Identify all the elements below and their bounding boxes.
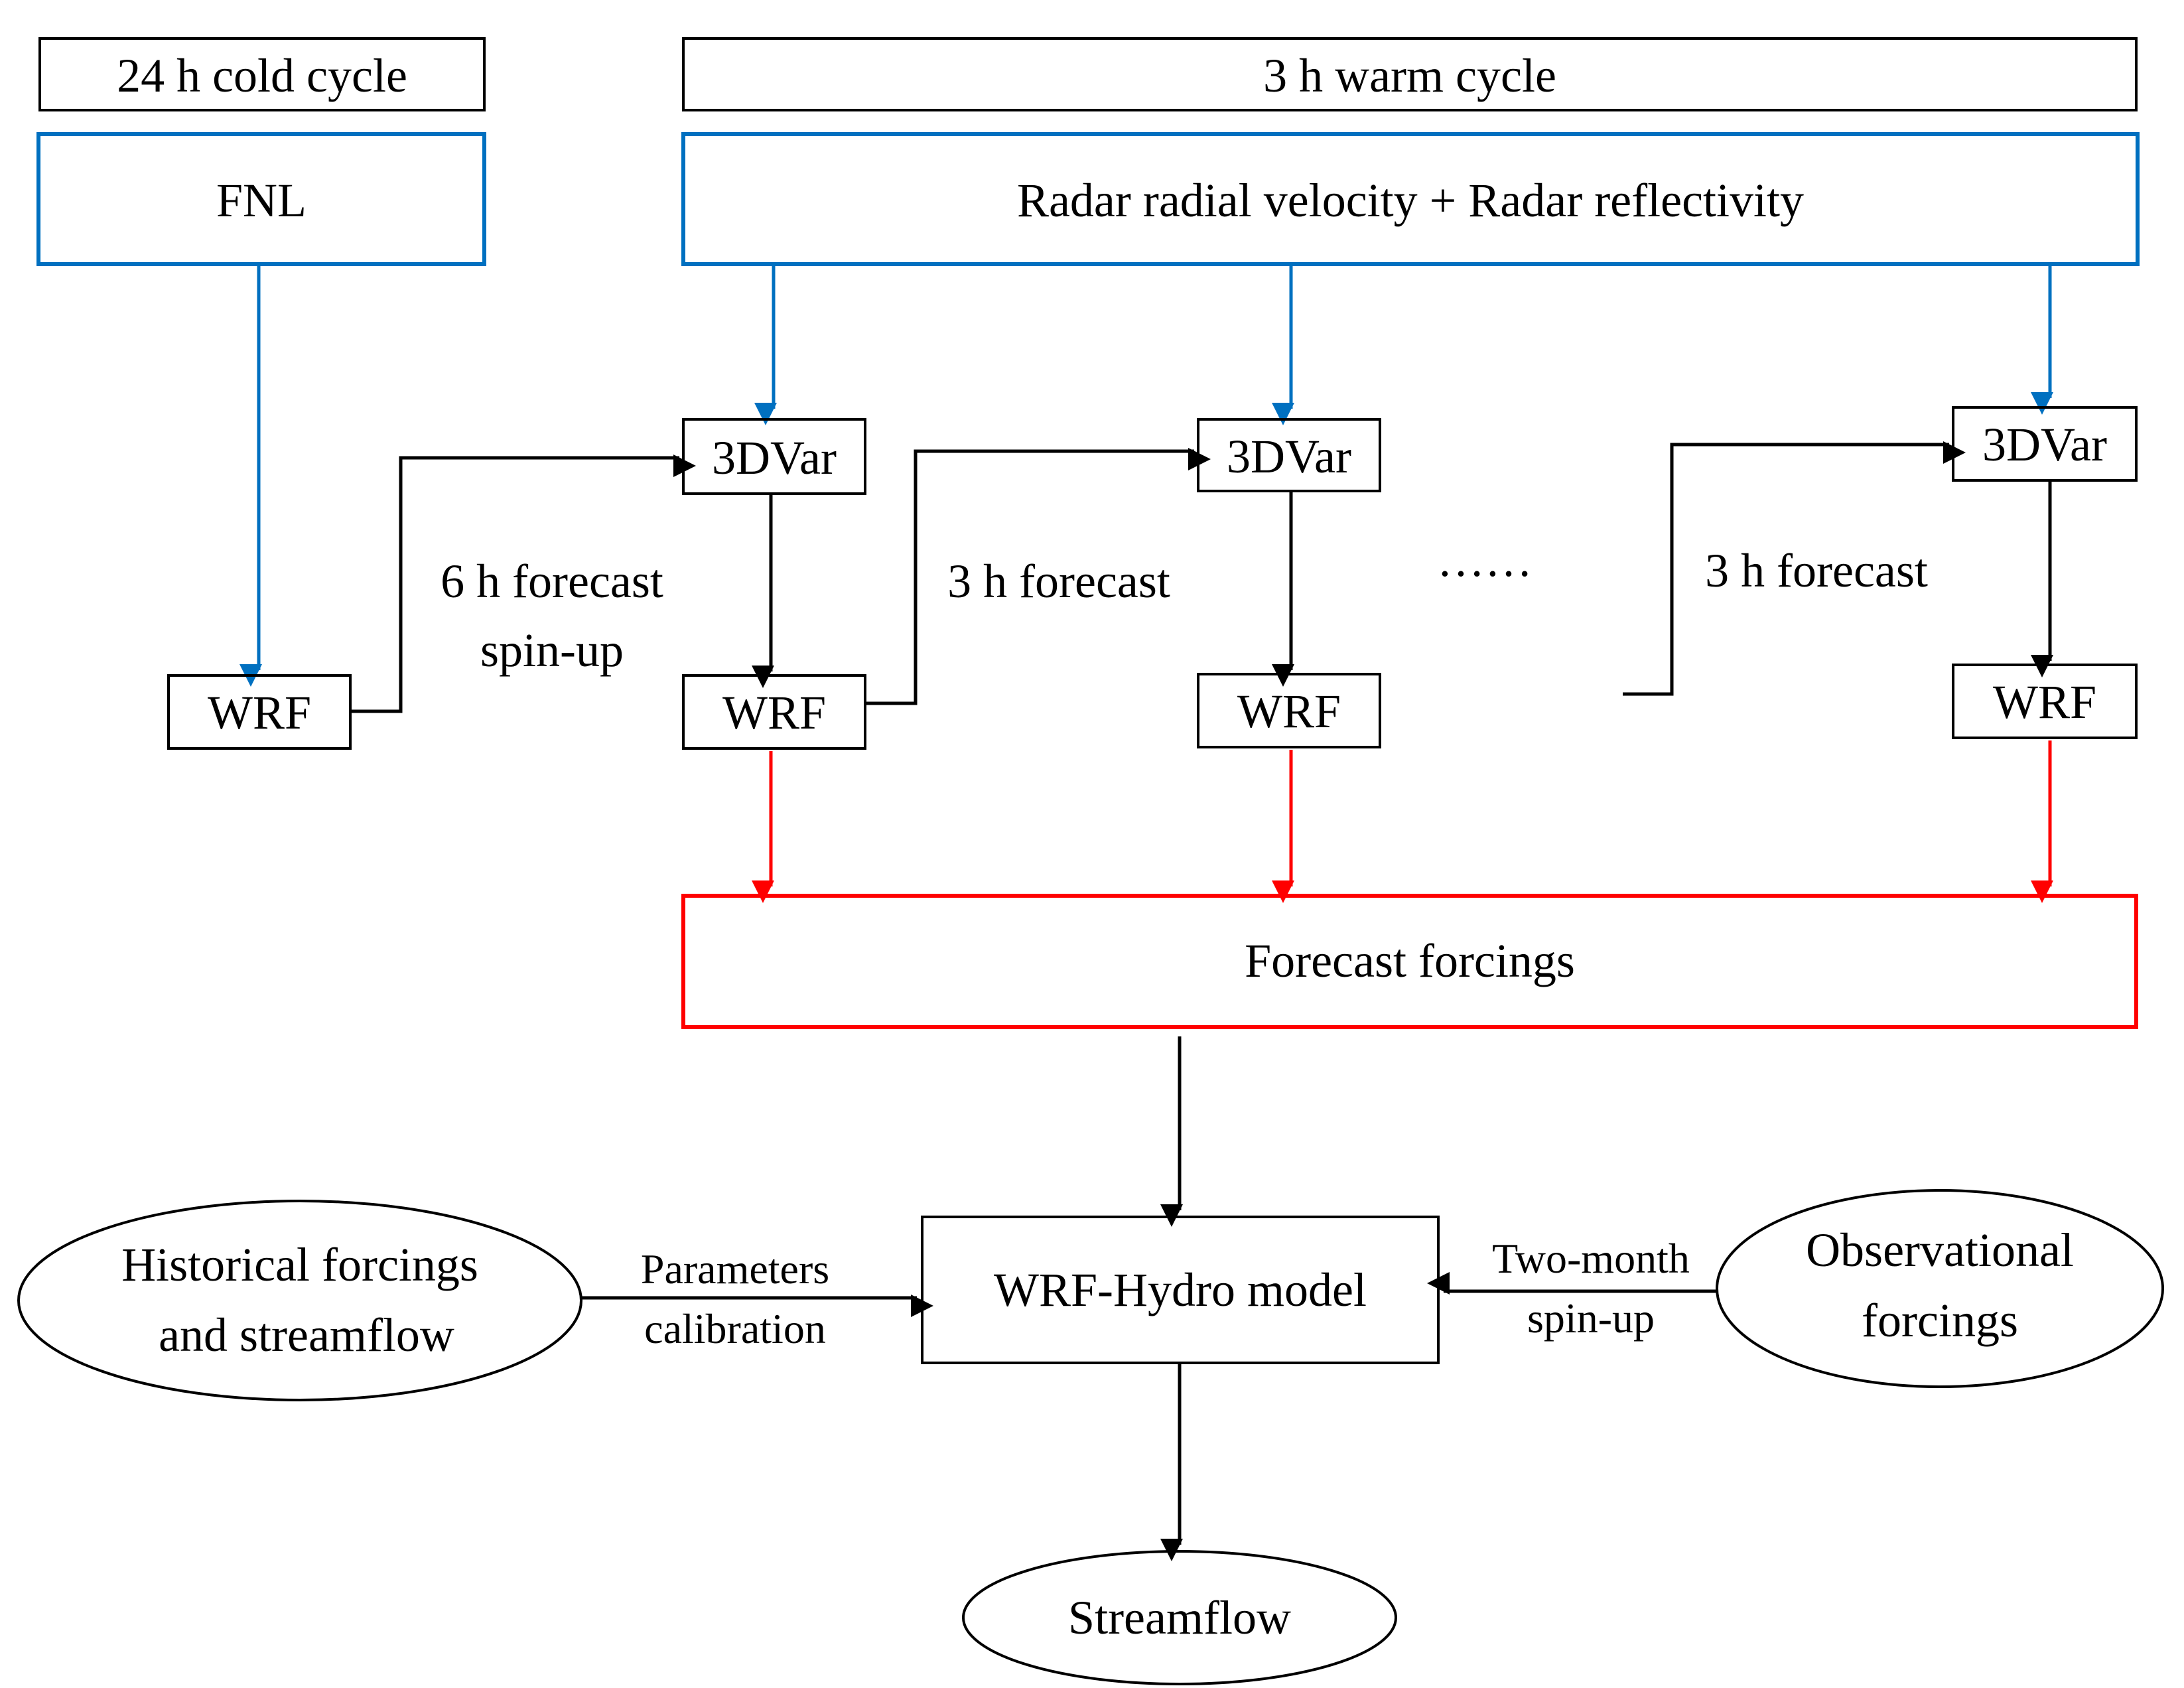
streamflow-label: Streamflow	[1068, 1591, 1291, 1644]
threedvar-label-3: 3DVar	[1982, 418, 2107, 471]
observational-label-line1: Observational	[1806, 1224, 2074, 1277]
radar-label: Radar radial velocity + Radar reflectivi…	[1017, 174, 1804, 227]
historical-ellipse	[17, 1200, 582, 1401]
forecast-forcings-label: Forecast forcings	[1245, 934, 1575, 987]
wrf-box-1	[682, 674, 866, 750]
wrf-label-2: WRF	[1237, 685, 1341, 738]
forecast-forcings-box	[681, 894, 2138, 1029]
threedvar-label-1: 3DVar	[712, 431, 837, 484]
ellipsis-label: ……	[1437, 533, 1533, 587]
spinup-6h-label-line1: 6 h forecast	[441, 555, 663, 608]
wrf-label-1: WRF	[722, 686, 826, 739]
radar-box	[681, 132, 2140, 266]
observational-label-line2: forcings	[1862, 1294, 2018, 1347]
warm-cycle-label: 3 h warm cycle	[1263, 49, 1556, 102]
connector-3h-forecast-a	[866, 448, 1211, 705]
historical-label-line2: and streamflow	[159, 1308, 454, 1362]
warm-cycle-box	[682, 37, 2138, 111]
forecast-3h-label-b: 3 h forecast	[1705, 544, 1928, 597]
wrf-hydro-label: WRF-Hydro model	[994, 1263, 1367, 1316]
cold-cycle-label: 24 h cold cycle	[117, 49, 407, 102]
wrf-box-cold	[167, 674, 352, 750]
threedvar-label-2: 3DVar	[1227, 430, 1351, 483]
two-month-label-line1: Two-month	[1492, 1235, 1690, 1282]
wrf-label-cold: WRF	[208, 686, 311, 739]
connector-3h-forecast-b	[1623, 441, 1966, 696]
two-month-label-line2: spin-up	[1527, 1295, 1655, 1342]
streamflow-ellipse	[962, 1550, 1397, 1685]
wrf-label-3: WRF	[1993, 675, 2096, 729]
calibration-label-line1: Parameters	[641, 1245, 829, 1293]
spinup-6h-label-line2: spin-up	[480, 624, 624, 677]
forecast-3h-label-a: 3 h forecast	[947, 555, 1170, 608]
historical-label-line1: Historical forcings	[121, 1238, 478, 1291]
observational-ellipse	[1716, 1189, 2164, 1388]
connector-6h-forecast	[352, 455, 697, 713]
fnl-box	[36, 132, 486, 266]
fnl-label: FNL	[216, 174, 307, 227]
calibration-label-line2: calibration	[644, 1305, 826, 1352]
cold-cycle-box	[38, 37, 486, 111]
